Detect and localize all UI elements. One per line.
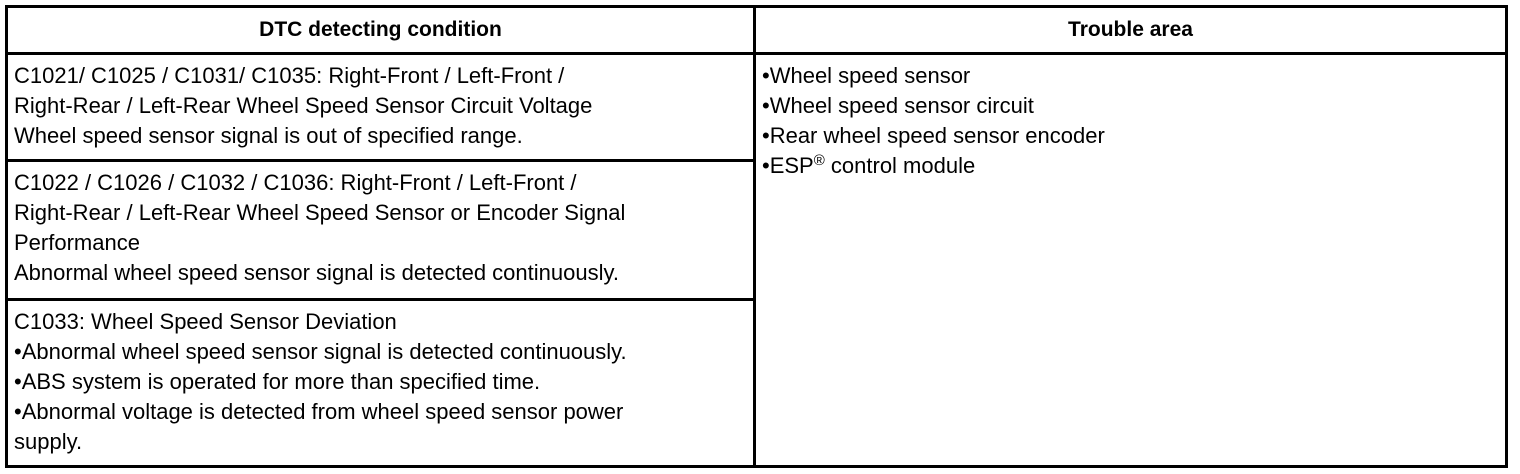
dtc-table: DTC detecting condition Trouble area C10…	[5, 5, 1508, 468]
condition-text-line: •ABS system is operated for more than sp…	[14, 369, 541, 394]
trouble-area-item: •Rear wheel speed sensor encoder	[762, 123, 1105, 148]
header-row: DTC detecting condition Trouble area	[5, 5, 1508, 55]
trouble-area-item: •Wheel speed sensor	[762, 63, 971, 88]
condition-text-line: C1022 / C1026 / C1032 / C1036: Right-Fro…	[14, 170, 577, 195]
header-dtc-detecting-condition: DTC detecting condition	[5, 5, 756, 55]
condition-text-line: C1021/ C1025 / C1031/ C1035: Right-Front…	[14, 63, 565, 88]
table-row: C1021/ C1025 / C1031/ C1035: Right-Front…	[5, 52, 1508, 468]
condition-cell-1: C1021/ C1025 / C1031/ C1035: Right-Front…	[5, 52, 756, 162]
esp-prefix: •ESP	[762, 153, 814, 178]
registered-mark: ®	[813, 152, 825, 169]
trouble-area-item-esp: •ESP® control module	[762, 151, 1499, 181]
trouble-area-cell: •Wheel speed sensor •Wheel speed sensor …	[753, 52, 1508, 468]
condition-text-line: Wheel speed sensor signal is out of spec…	[14, 123, 523, 148]
condition-text-line: •Abnormal voltage is detected from wheel…	[14, 399, 624, 424]
condition-cell-3: C1033: Wheel Speed Sensor Deviation •Abn…	[5, 298, 756, 468]
esp-suffix: control module	[824, 153, 976, 178]
condition-text-line: •Abnormal wheel speed sensor signal is d…	[14, 339, 627, 364]
table-row: C1033: Wheel Speed Sensor Deviation •Abn…	[5, 298, 1507, 468]
condition-text-line: Right-Rear / Left-Rear Wheel Speed Senso…	[14, 93, 593, 118]
condition-text-line: Performance	[14, 230, 140, 255]
header-trouble-area: Trouble area	[753, 5, 1508, 55]
condition-text-line: supply.	[14, 429, 83, 454]
trouble-area-item: •Wheel speed sensor circuit	[762, 93, 1034, 118]
condition-cell-2: C1022 / C1026 / C1032 / C1036: Right-Fro…	[5, 159, 756, 301]
condition-text-line: Right-Rear / Left-Rear Wheel Speed Senso…	[14, 200, 626, 225]
condition-text-line: Abnormal wheel speed sensor signal is de…	[14, 260, 619, 285]
table-row: C1022 / C1026 / C1032 / C1036: Right-Fro…	[5, 159, 1507, 301]
condition-text-line: C1033: Wheel Speed Sensor Deviation	[14, 309, 397, 334]
